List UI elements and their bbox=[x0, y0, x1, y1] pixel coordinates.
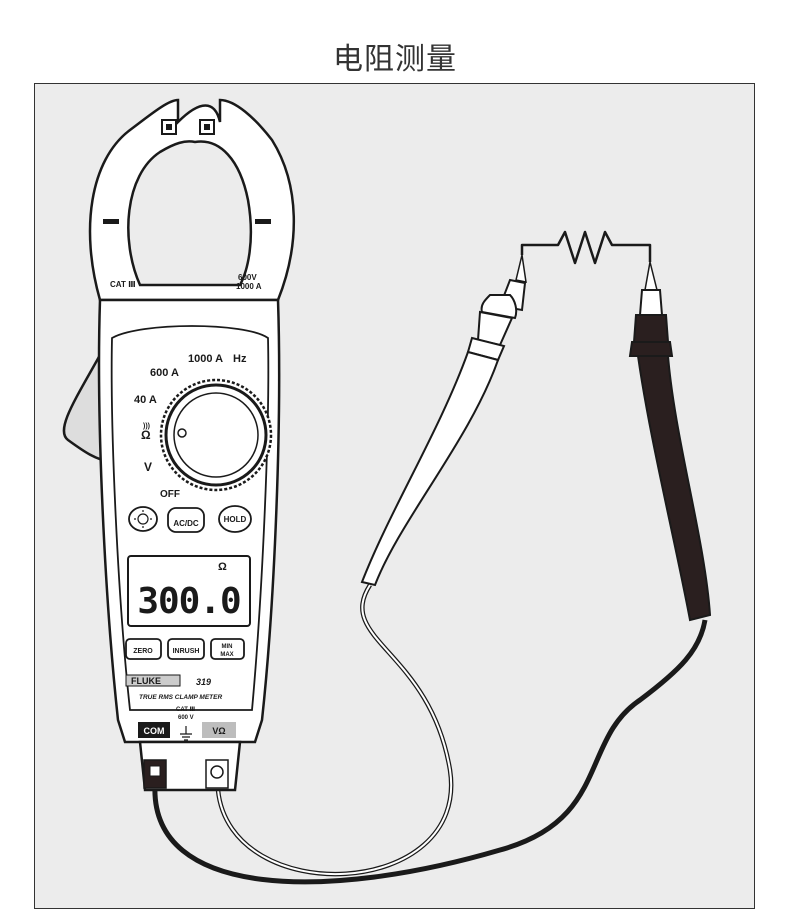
resistor bbox=[520, 230, 652, 265]
brand-logo: FLUKE bbox=[131, 676, 161, 686]
range-ohm: Ω bbox=[141, 428, 151, 442]
black-lead-wire bbox=[152, 619, 708, 885]
model-number: 319 bbox=[196, 677, 211, 687]
com-jack-label: COM bbox=[144, 726, 165, 736]
com-jack[interactable] bbox=[143, 759, 167, 789]
jack-voltage-rating: 600 V bbox=[178, 715, 194, 721]
jaw-current-rating: 1000 A bbox=[236, 282, 262, 291]
inrush-button-label: INRUSH bbox=[173, 648, 200, 655]
brand-badge bbox=[125, 674, 181, 687]
inrush-button[interactable]: INRUSH bbox=[167, 638, 205, 660]
min-button-label: MIN bbox=[222, 644, 233, 650]
range-volt: V bbox=[144, 460, 152, 474]
ground-icon bbox=[180, 726, 192, 741]
vohm-jack[interactable] bbox=[205, 759, 229, 789]
page-title: 电阻测量 bbox=[333, 42, 457, 77]
black-probe bbox=[628, 289, 712, 622]
minmax-button[interactable]: MIN MAX bbox=[210, 638, 245, 660]
white-probe-tip bbox=[515, 254, 527, 283]
hold-button-label: HOLD bbox=[224, 515, 247, 524]
continuity-icon: ))) bbox=[143, 423, 150, 430]
jaw-voltage-rating: 600V bbox=[238, 273, 257, 282]
range-1000a: 1000 A bbox=[188, 353, 223, 365]
cat-rating-label: CAT Ⅲ bbox=[110, 280, 136, 289]
backlight-button[interactable] bbox=[128, 506, 158, 532]
zero-button[interactable]: ZERO bbox=[125, 638, 162, 660]
lcd-display: Ω 300.0 bbox=[127, 555, 251, 627]
acdc-button-label: AC/DC bbox=[173, 519, 199, 528]
jack-cat-rating: CAT Ⅲ bbox=[176, 707, 196, 713]
display-reading: 300.0 bbox=[137, 581, 240, 622]
white-probe bbox=[360, 278, 527, 587]
com-label-box bbox=[138, 722, 170, 738]
acdc-button[interactable]: AC/DC bbox=[167, 507, 205, 533]
rotary-selector[interactable] bbox=[159, 378, 273, 492]
range-hz: Hz bbox=[233, 353, 247, 365]
vohm-jack-label: VΩ bbox=[212, 726, 225, 736]
hold-button[interactable]: HOLD bbox=[218, 505, 252, 533]
product-subtitle: TRUE RMS CLAMP METER bbox=[139, 694, 222, 701]
vohm-label-box bbox=[202, 722, 236, 738]
jaw-mark-left bbox=[103, 219, 119, 224]
jaw-mark-right bbox=[255, 219, 271, 224]
dial-pointer-dot bbox=[177, 428, 187, 438]
max-button-label: MAX bbox=[220, 652, 233, 658]
display-unit: Ω bbox=[218, 561, 227, 573]
zero-button-label: ZERO bbox=[133, 648, 153, 655]
range-40a: 40 A bbox=[134, 394, 157, 406]
white-lead-wire-inner bbox=[217, 584, 453, 876]
black-probe-tip bbox=[644, 261, 658, 291]
range-off: OFF bbox=[160, 489, 180, 500]
jaw-opening bbox=[127, 140, 253, 287]
range-600a: 600 A bbox=[150, 367, 179, 379]
